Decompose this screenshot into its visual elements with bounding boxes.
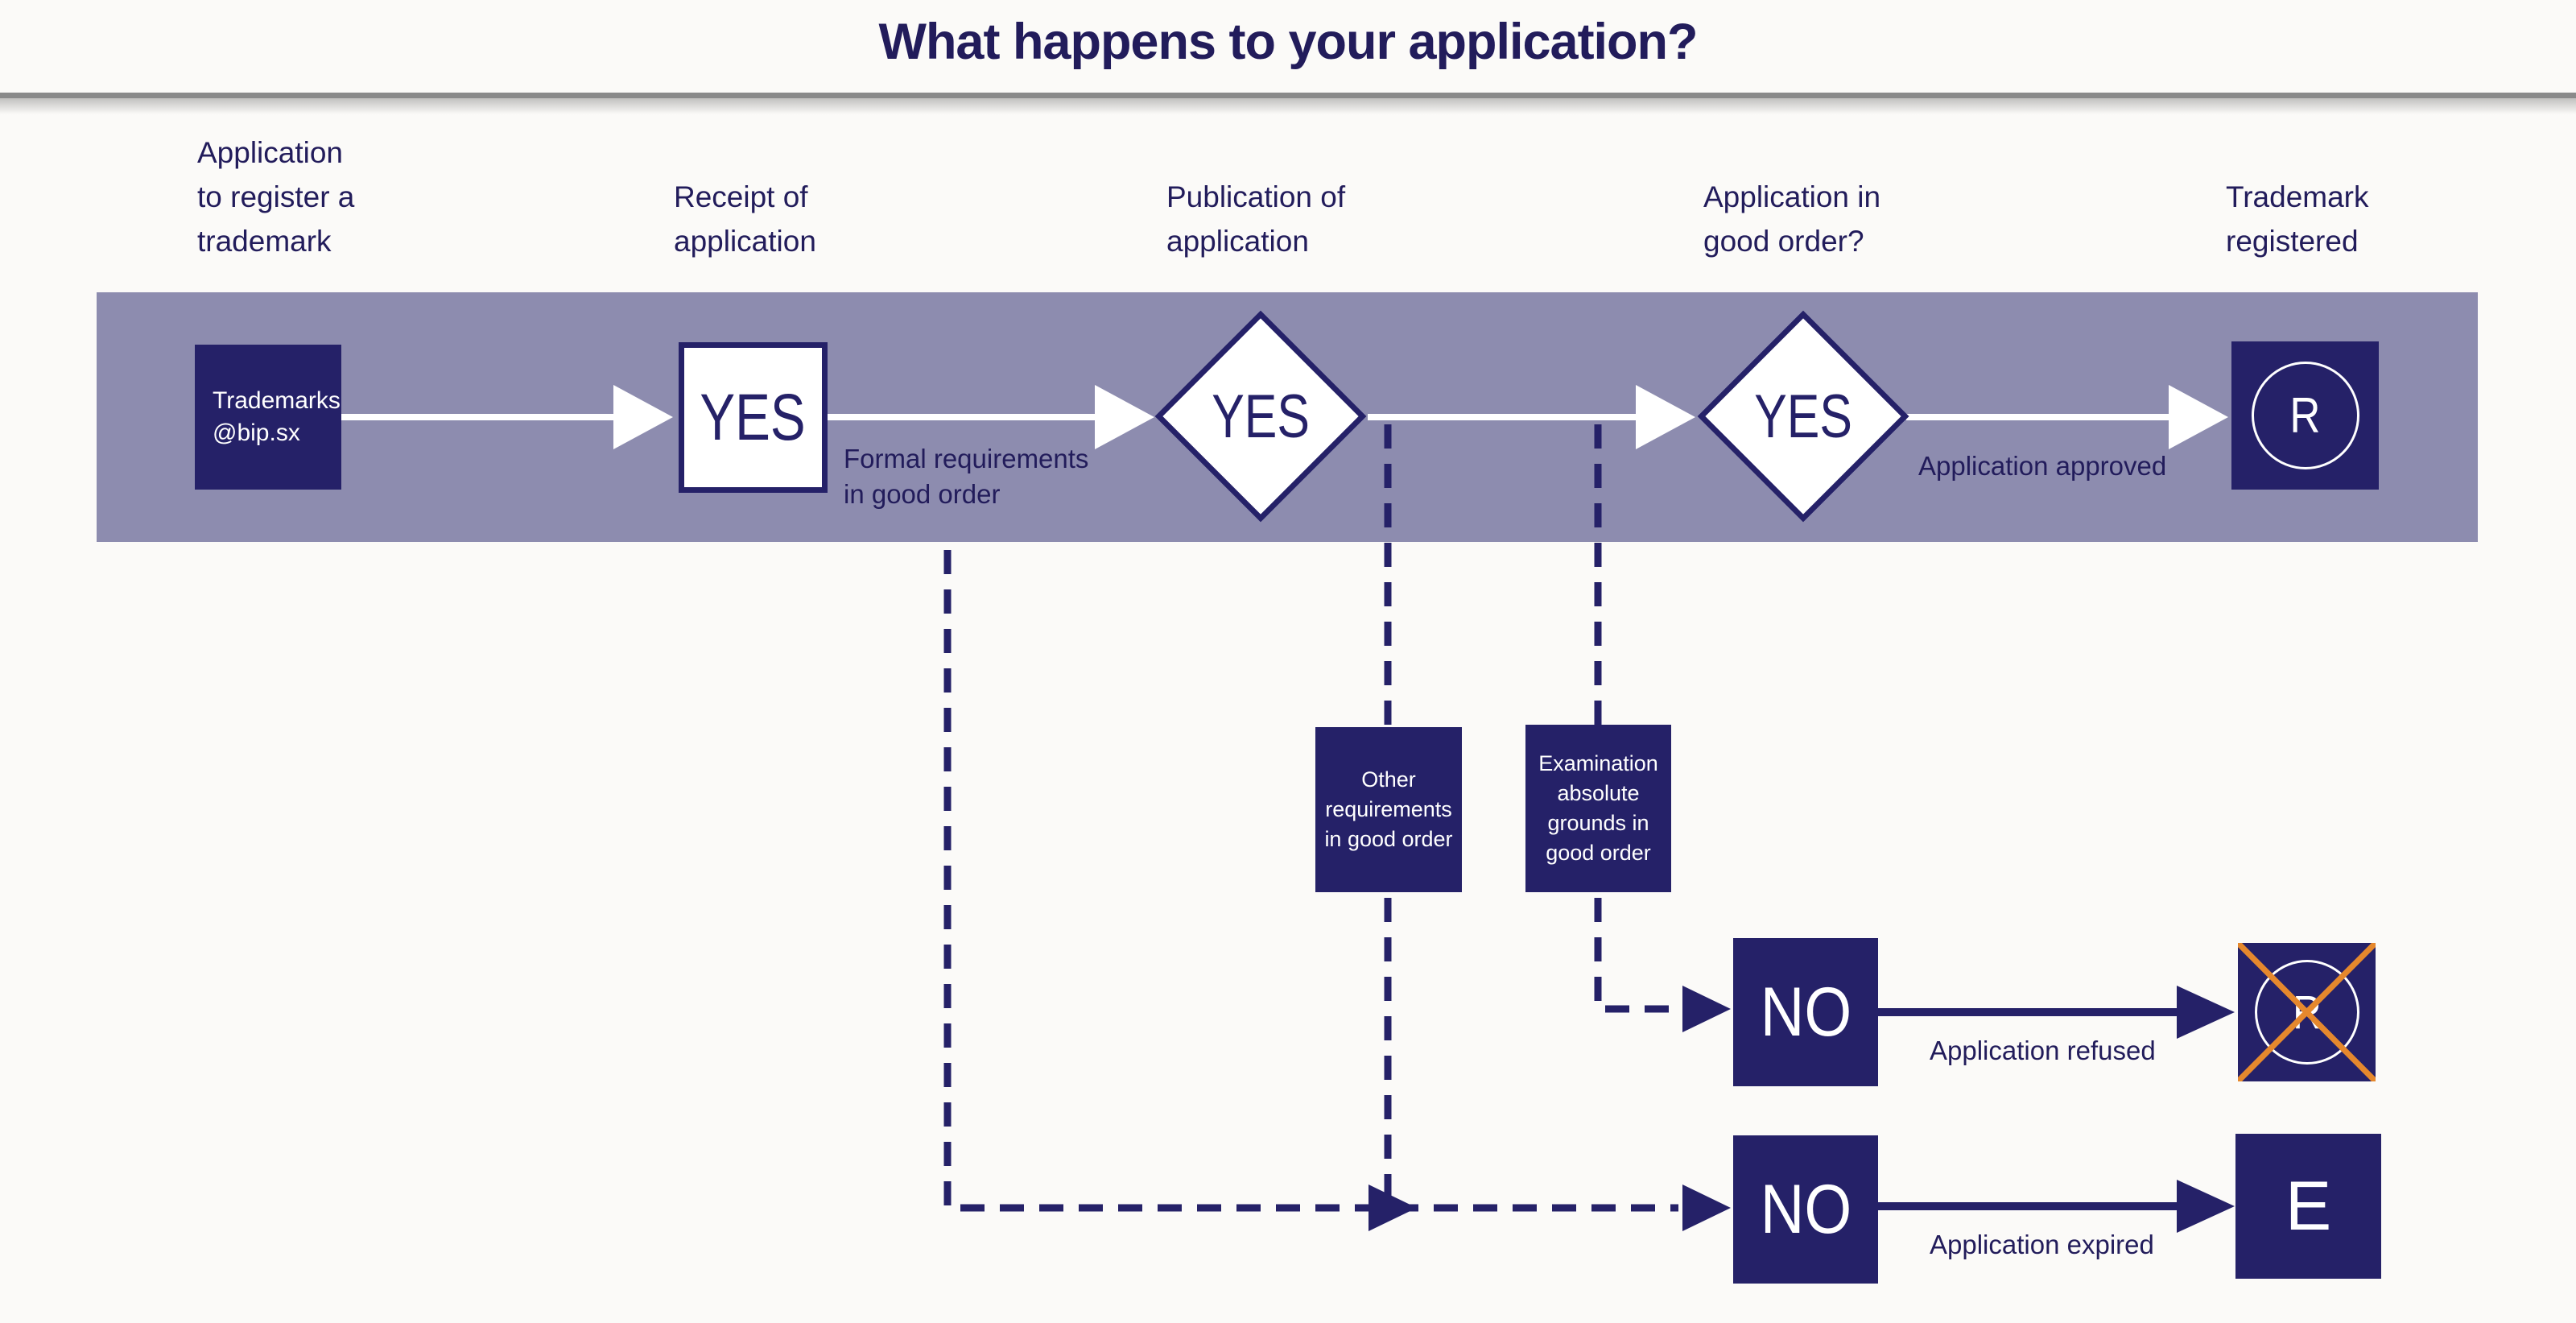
expired-arrow-line bbox=[1877, 1202, 2178, 1210]
dashed-arrowhead-mid-icon bbox=[1368, 1184, 1417, 1231]
condition-line: in good order bbox=[1324, 827, 1453, 851]
decision-receipt-yes-label: YES bbox=[700, 380, 807, 454]
condition-line: Examination bbox=[1538, 751, 1658, 775]
condition-line: absolute bbox=[1557, 781, 1640, 805]
column-header-application-to-register: Application to register a trademark bbox=[197, 130, 354, 263]
header-line: application bbox=[1166, 225, 1309, 258]
header-line: Receipt of bbox=[674, 180, 808, 213]
flow-arrowhead-3-icon bbox=[1636, 385, 1695, 449]
page-title: What happens to your application? bbox=[878, 14, 1698, 70]
start-node-trademarks: Trademarks @bip.sx bbox=[195, 345, 341, 490]
column-header-good-order: Application in good order? bbox=[1703, 175, 1880, 263]
header-line: trademark bbox=[197, 225, 332, 258]
column-header-registered: Trademark registered bbox=[2226, 175, 2369, 263]
registered-circle-icon: R bbox=[2251, 362, 2359, 469]
result-registered-node: R bbox=[2231, 341, 2379, 490]
decision-good-order-yes-label: YES bbox=[1754, 382, 1852, 451]
edge-label-line: Application refused bbox=[1930, 1036, 2156, 1065]
header-line: registered bbox=[2226, 225, 2359, 258]
expired-symbol: E bbox=[2285, 1167, 2332, 1245]
decision-expired-no-label: NO bbox=[1760, 1170, 1852, 1248]
dashed-arrowhead-refused-icon bbox=[1682, 986, 1731, 1032]
flow-line-4 bbox=[1906, 414, 2174, 420]
dashed-arrowhead-expired-icon bbox=[1682, 1184, 1731, 1231]
header-line: Application in bbox=[1703, 180, 1881, 213]
edge-label-line: Application expired bbox=[1930, 1230, 2154, 1259]
header-line: application bbox=[674, 225, 816, 258]
edge-label-line: Formal requirements bbox=[844, 444, 1089, 473]
decision-expired-no: NO bbox=[1733, 1135, 1878, 1284]
title-divider bbox=[0, 93, 2576, 98]
start-node-line: Trademarks bbox=[213, 387, 341, 414]
dashed-line-receipt-no-path bbox=[943, 550, 1678, 1212]
condition-line: grounds in bbox=[1547, 811, 1649, 835]
flow-arrowhead-4-icon bbox=[2169, 385, 2228, 449]
expired-arrowhead-icon bbox=[2177, 1180, 2235, 1233]
decision-refused-no-label: NO bbox=[1760, 973, 1852, 1051]
condition-line: good order bbox=[1546, 841, 1651, 865]
decision-publication-label-wrap: YES bbox=[1186, 341, 1335, 491]
condition-line: Other bbox=[1361, 767, 1416, 792]
flow-arrowhead-1-icon bbox=[613, 385, 673, 449]
column-header-publication: Publication of application bbox=[1166, 175, 1345, 263]
condition-other-requirements: Other requirements in good order bbox=[1315, 727, 1462, 892]
column-header-receipt: Receipt of application bbox=[674, 175, 816, 263]
header-line: to register a bbox=[197, 180, 355, 213]
flow-line-1 bbox=[341, 414, 620, 420]
registered-symbol: R bbox=[2289, 387, 2321, 444]
refused-arrowhead-icon bbox=[2177, 986, 2235, 1039]
edge-label-line: Application approved bbox=[1918, 451, 2167, 481]
flow-line-3 bbox=[1368, 414, 1642, 420]
header-line: good order? bbox=[1703, 225, 1864, 258]
refused-cross-icon bbox=[2238, 943, 2376, 1081]
start-node-line: @bip.sx bbox=[213, 420, 300, 446]
condition-line: requirements bbox=[1325, 797, 1452, 821]
result-refused-node: R bbox=[2238, 943, 2376, 1081]
refused-arrow-line bbox=[1877, 1008, 2178, 1016]
header-line: Application bbox=[197, 136, 344, 169]
header-line: Trademark bbox=[2226, 180, 2369, 213]
title-divider-shadow bbox=[0, 98, 2576, 114]
condition-examination-grounds: Examination absolute grounds in good ord… bbox=[1525, 725, 1671, 892]
edge-label-application-expired: Application expired bbox=[1930, 1227, 2154, 1263]
dashed-line-examination-no-path bbox=[1594, 424, 1678, 1013]
edge-label-formal-requirements: Formal requirements in good order bbox=[844, 441, 1088, 512]
edge-label-application-approved: Application approved bbox=[1918, 449, 2166, 484]
result-expired-node: E bbox=[2235, 1134, 2381, 1279]
flow-line-2 bbox=[828, 414, 1101, 420]
decision-good-order-label-wrap: YES bbox=[1728, 341, 1878, 491]
flow-arrowhead-2-icon bbox=[1095, 385, 1154, 449]
edge-label-line: in good order bbox=[844, 479, 1001, 509]
decision-refused-no: NO bbox=[1733, 938, 1878, 1086]
decision-receipt-yes: YES bbox=[679, 342, 828, 493]
edge-label-application-refused: Application refused bbox=[1930, 1033, 2156, 1069]
header-line: Publication of bbox=[1166, 180, 1346, 213]
decision-publication-yes-label: YES bbox=[1212, 382, 1310, 451]
